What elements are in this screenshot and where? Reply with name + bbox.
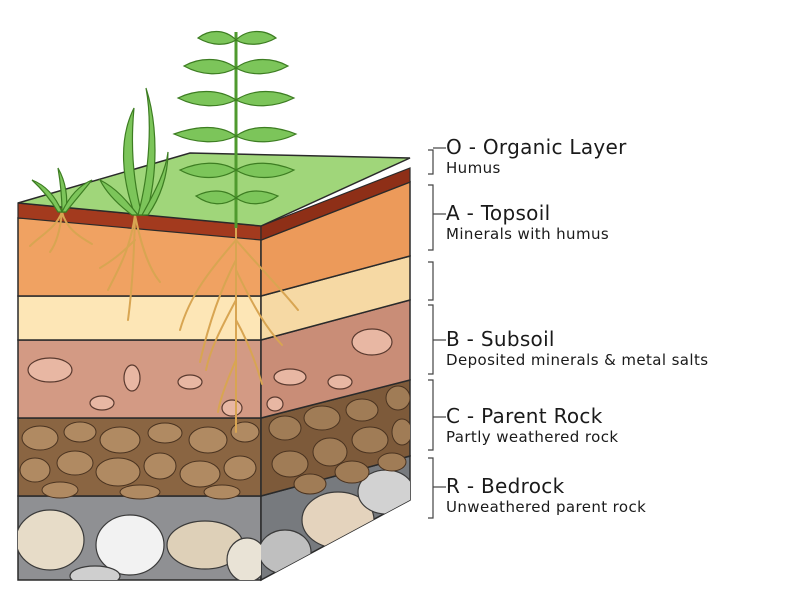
small-grass-plant — [31, 167, 93, 213]
label-c-title: C - Parent Rock — [446, 404, 603, 428]
label-r-description: Unweathered parent rock — [446, 498, 647, 516]
bracket-a — [428, 184, 434, 251]
bracket-b — [428, 304, 434, 375]
label-o-title: O - Organic Layer — [446, 135, 627, 159]
layer-o-organic — [17, 167, 411, 241]
label-a-description: Minerals with humus — [446, 225, 610, 243]
leafy-plant — [172, 30, 298, 228]
bracket-r — [428, 457, 434, 519]
layer-b-subsoil — [17, 299, 411, 419]
plant-roots — [29, 211, 299, 433]
label-o-description: Humus — [446, 159, 501, 177]
tall-grass-plant — [98, 87, 169, 216]
bracket-e — [428, 261, 434, 301]
label-r-title: R - Bedrock — [446, 474, 565, 498]
label-a-title: A - Topsoil — [446, 201, 551, 225]
bracket-o — [428, 149, 434, 175]
layer-brackets — [428, 147, 446, 519]
label-b-subsoil: B - Subsoil Deposited minerals & metal s… — [446, 328, 708, 369]
label-b-title: B - Subsoil — [446, 327, 555, 351]
label-a-topsoil: A - Topsoil Minerals with humus — [446, 202, 609, 243]
label-c-description: Partly weathered rock — [446, 428, 619, 446]
label-o-organic-layer: O - Organic Layer Humus — [446, 136, 627, 177]
label-b-description: Deposited minerals & metal salts — [446, 351, 709, 369]
label-c-parent-rock: C - Parent Rock Partly weathered rock — [446, 405, 618, 446]
layer-e-eluviation — [17, 255, 411, 341]
label-r-bedrock: R - Bedrock Unweathered parent rock — [446, 475, 646, 516]
bracket-c — [428, 379, 434, 451]
